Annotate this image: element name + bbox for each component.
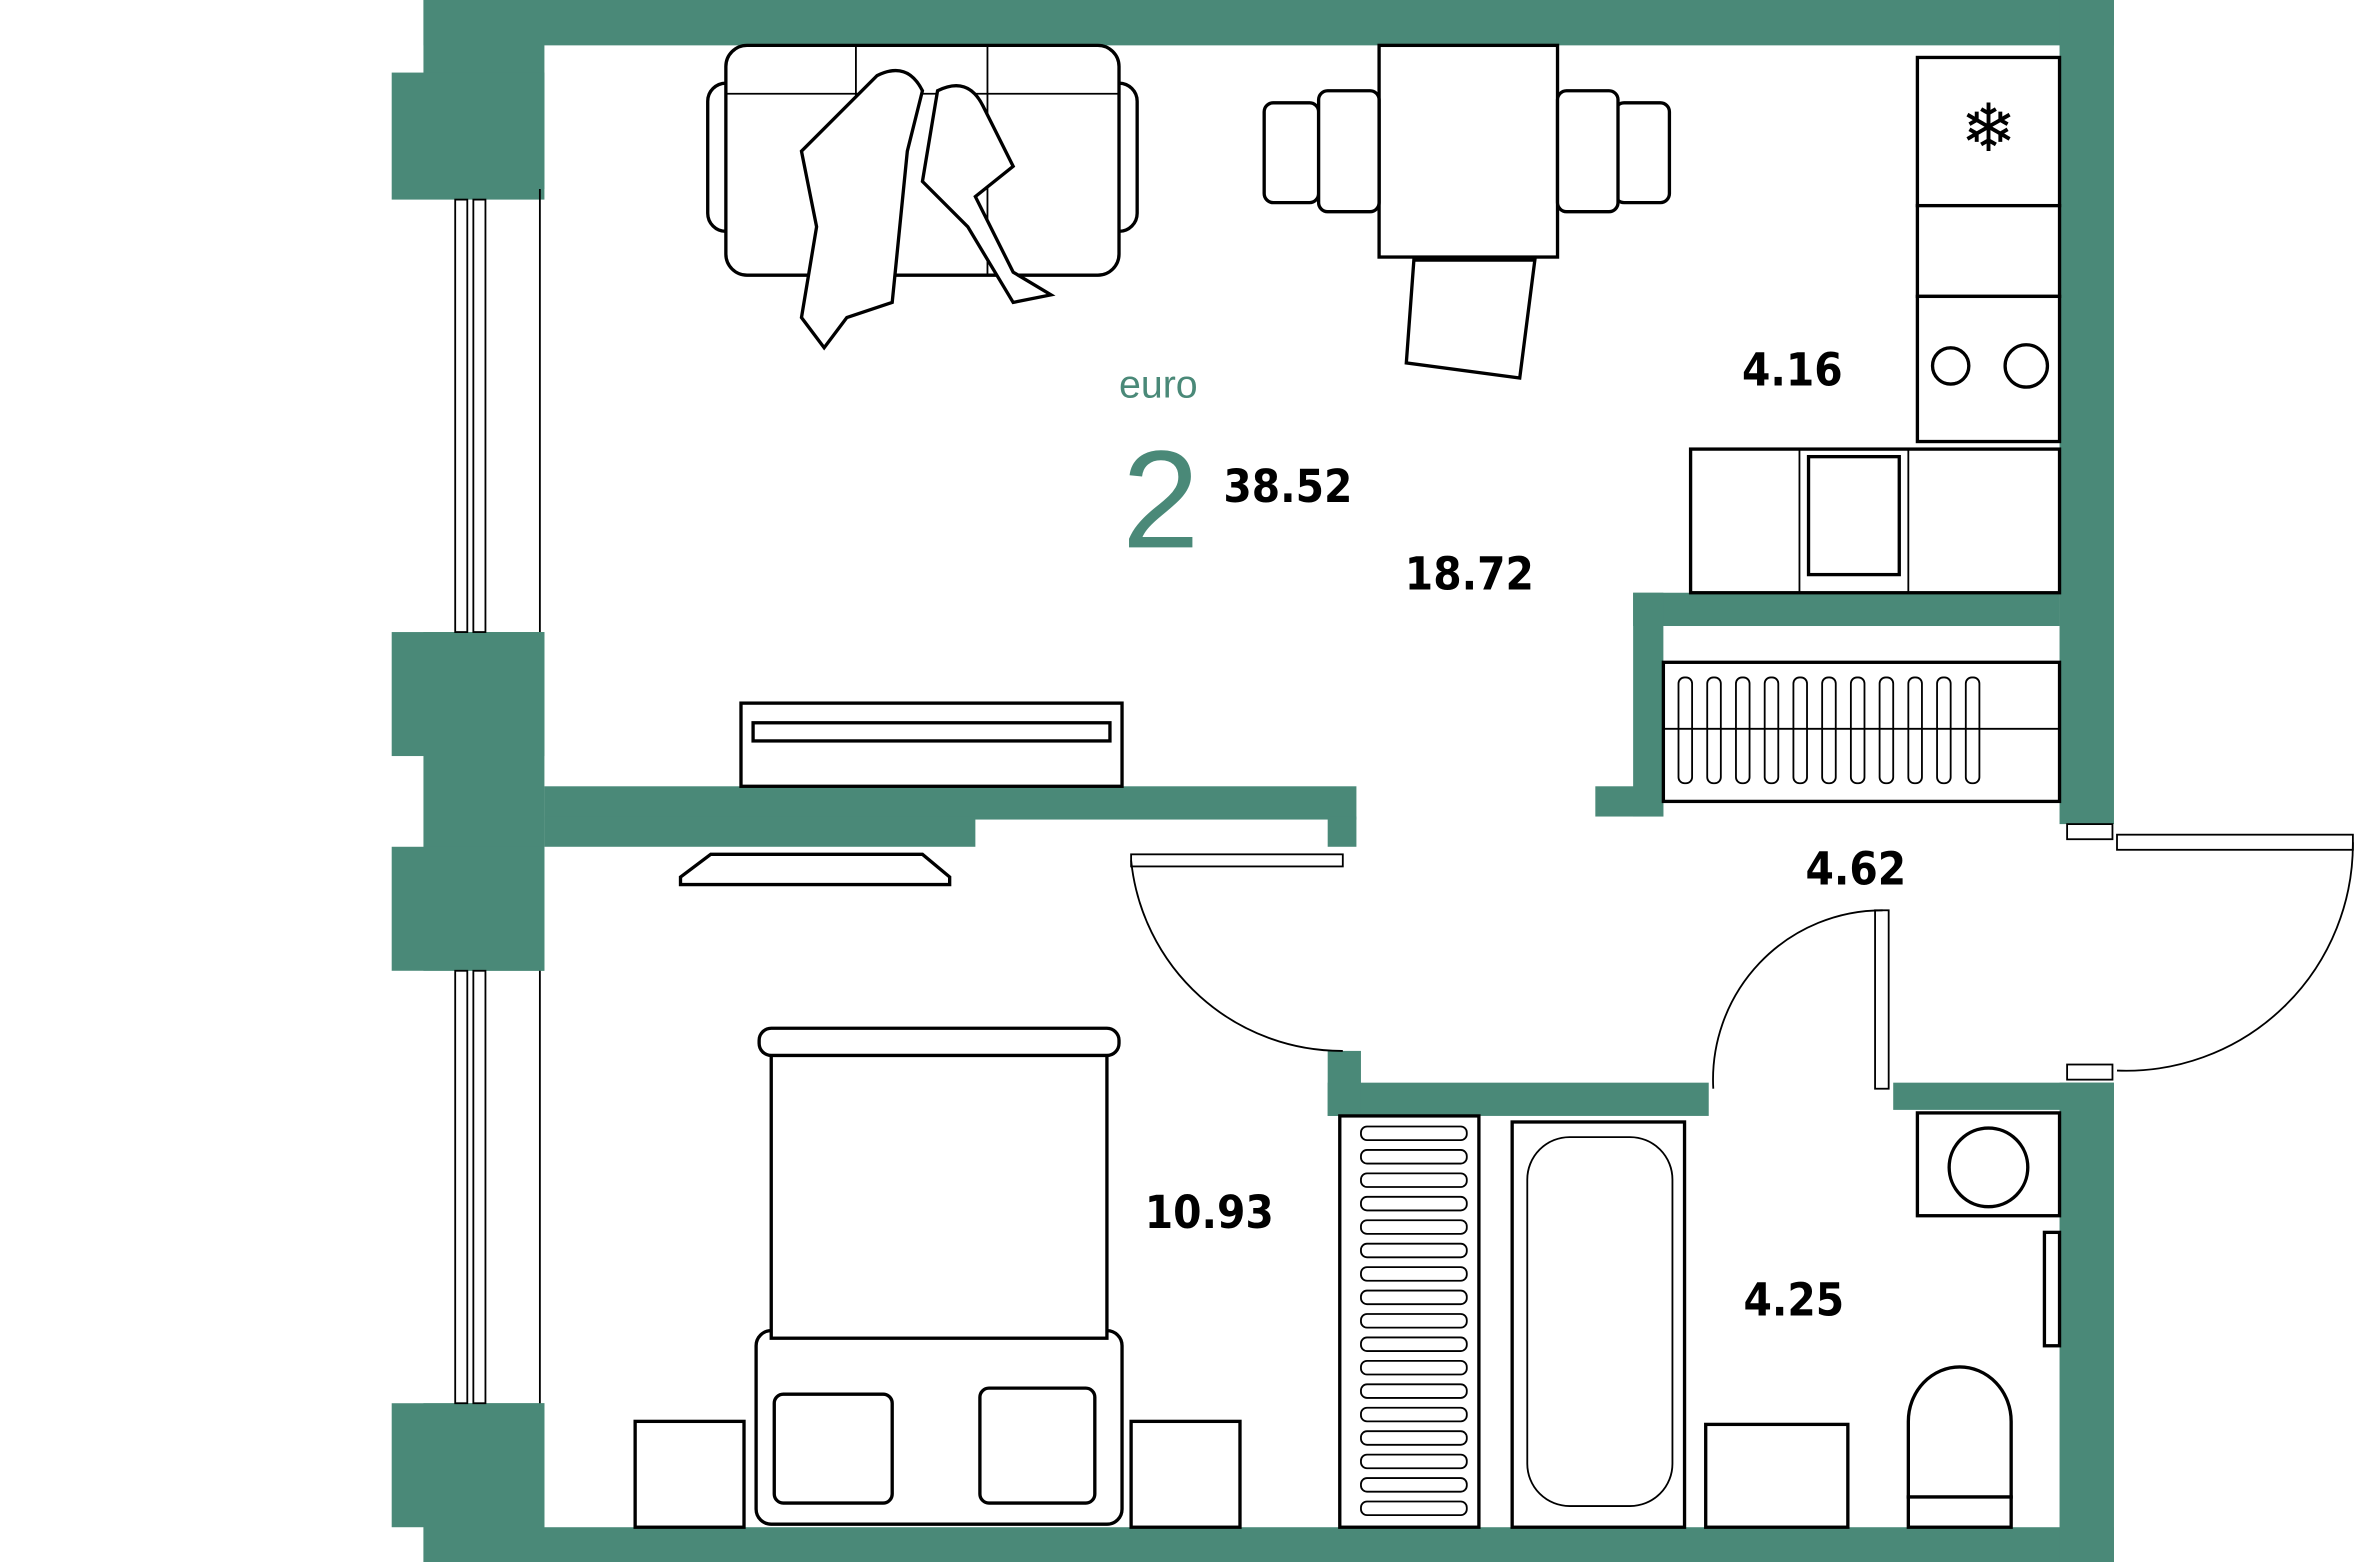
hanger-icon <box>1706 676 1722 785</box>
hanger-icon <box>1849 676 1866 785</box>
bathroom-fixtures-icon <box>1338 1111 2062 1529</box>
plan-type-label: euro <box>1119 363 1198 407</box>
radiator-coil-icon <box>1360 1336 1468 1352</box>
total-area: 38.52 <box>1223 460 1352 513</box>
windows <box>454 189 541 1405</box>
radiator-coil-icon <box>1360 1453 1468 1470</box>
hanger-icon <box>1907 676 1923 785</box>
radiator-coil-icon <box>1360 1500 1468 1517</box>
room-area-kitchen: 4.16 <box>1742 344 1843 397</box>
radiator-coil-icon <box>1360 1172 1468 1188</box>
sofa-icon <box>706 43 1139 351</box>
hanger-icon <box>1821 676 1837 785</box>
hanger-icon <box>1964 676 1981 785</box>
radiator-coil-icon <box>1360 1383 1468 1399</box>
radiator-coil-icon <box>1360 1125 1468 1142</box>
radiator-coil-icon <box>1360 1219 1468 1235</box>
bed-icon <box>633 1026 1242 1529</box>
radiator-coil-icon <box>1360 1195 1468 1212</box>
hanger-icon <box>1763 676 1780 785</box>
wardrobe-icon <box>1661 660 2062 804</box>
radiator-coil-icon <box>1360 1289 1468 1306</box>
freezer-icon: ❄ <box>1961 89 2017 167</box>
radiator-coil-icon <box>1360 1242 1468 1259</box>
room-area-hallway: 4.62 <box>1806 843 1907 896</box>
room-area-bedroom: 10.93 <box>1145 1186 1274 1239</box>
radiator-coil-icon <box>1360 1430 1468 1446</box>
doors <box>1130 823 2354 1090</box>
radiator-coil-icon <box>1360 1406 1468 1423</box>
room-area-bathroom: 4.25 <box>1744 1274 1845 1327</box>
radiator-coil-icon <box>1360 1149 1468 1165</box>
room-count: 2 <box>1122 422 1199 577</box>
room-area-living: 18.72 <box>1405 548 1534 601</box>
radiator-coil-icon <box>1360 1266 1468 1282</box>
tv-stand-icon <box>678 701 1124 887</box>
dining-table-icon <box>1262 43 1672 380</box>
radiator-coil-icon <box>1360 1477 1468 1493</box>
hanger-icon <box>1936 676 1952 785</box>
hanger-icon <box>1792 676 1808 785</box>
radiator-coil-icon <box>1360 1313 1468 1329</box>
kitchen-icon: ❄ <box>1688 55 2062 595</box>
hanger-icon <box>1677 676 1694 785</box>
radiator-coil-icon <box>1360 1359 1468 1376</box>
hanger-icon <box>1735 676 1751 785</box>
walls <box>391 0 2114 1562</box>
hanger-icon <box>1878 676 1895 785</box>
